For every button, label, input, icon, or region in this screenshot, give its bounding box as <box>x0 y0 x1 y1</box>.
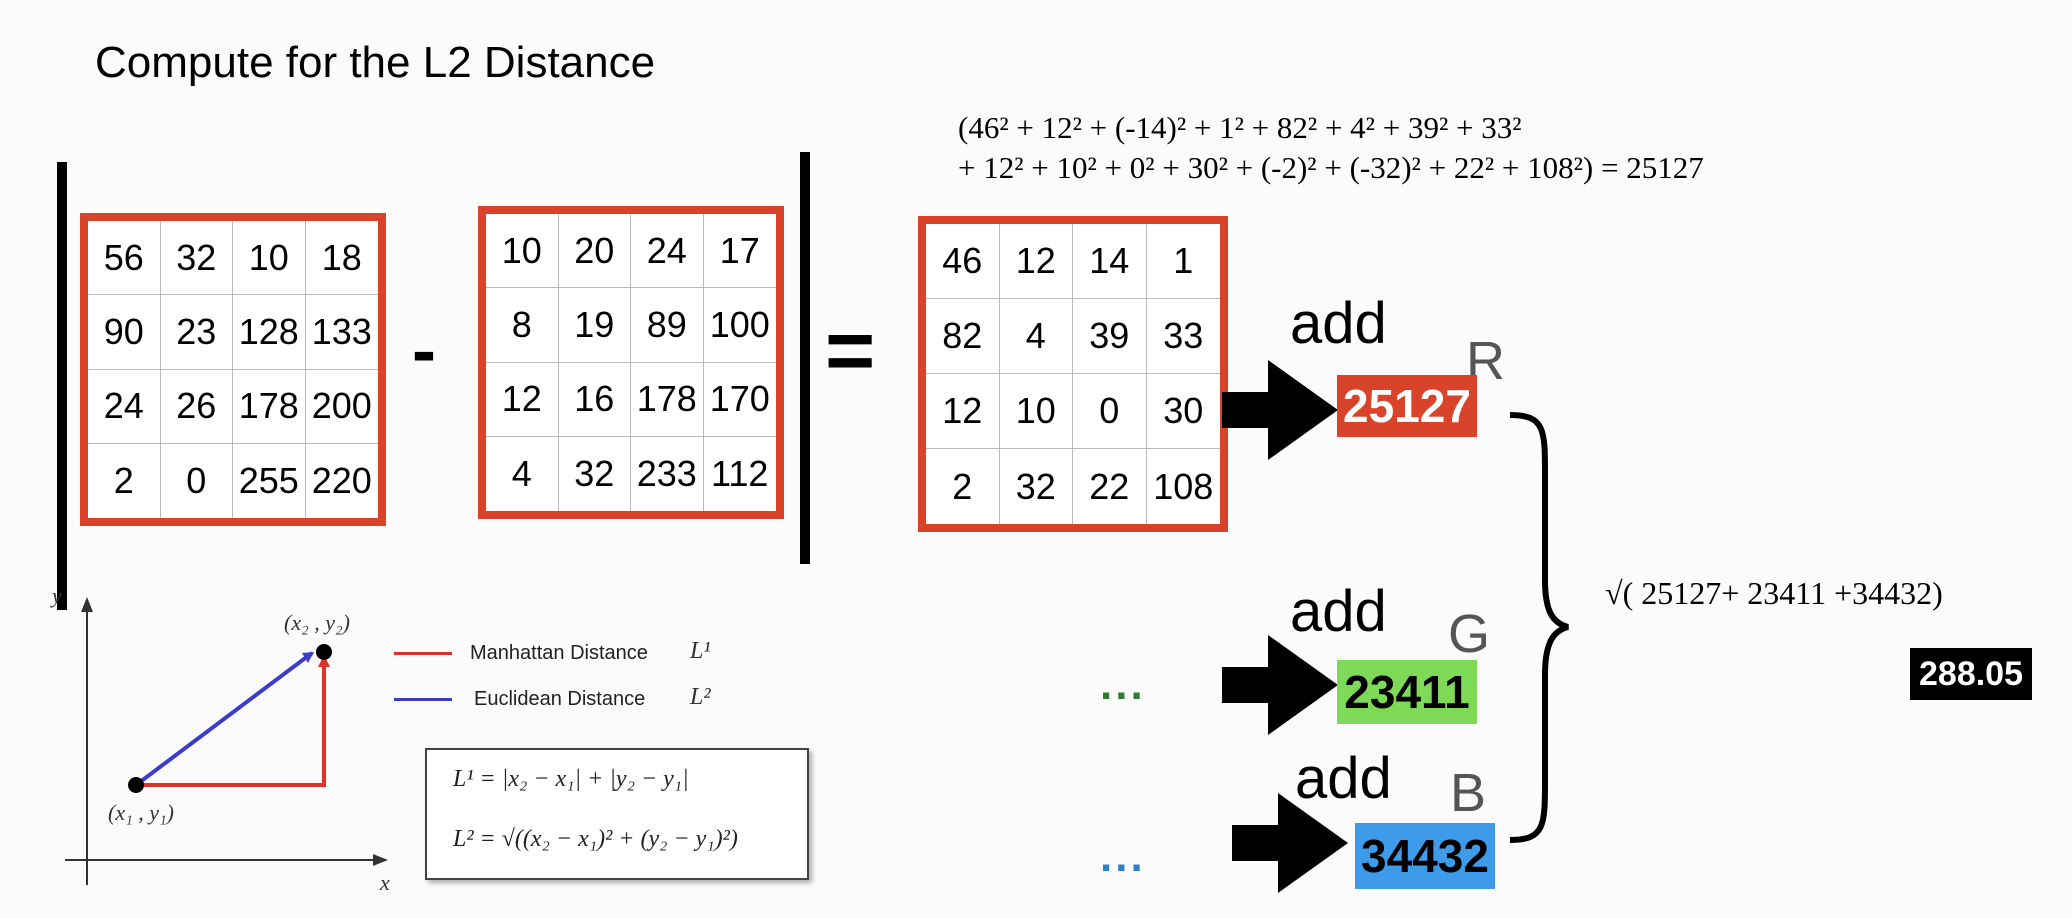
matrix-cell: 39 <box>1073 299 1147 374</box>
matrix-cell: 89 <box>631 288 704 363</box>
matrix-cell: 24 <box>88 369 161 444</box>
matrix-cell: 24 <box>631 214 704 289</box>
matrix-cell: 4 <box>999 299 1073 374</box>
legend-symbol-l1: L¹ <box>690 638 711 664</box>
channel-value-b: 34432 <box>1355 823 1495 889</box>
matrix-cell: 133 <box>305 295 378 370</box>
matrix-cell: 14 <box>1073 224 1147 299</box>
matrix-cell: 12 <box>926 374 1000 449</box>
matrix-cell: 90 <box>88 295 161 370</box>
arrow-r-icon <box>1222 360 1338 460</box>
channel-value-g: 23411 <box>1337 660 1477 724</box>
matrix-cell: 10 <box>999 374 1073 449</box>
sum-of-squares-line-1: (46² + 12² + (-14)² + 1² + 82² + 4² + 39… <box>958 110 1522 145</box>
arrow-icons <box>1222 360 1348 893</box>
legend-line-manhattan <box>394 652 452 655</box>
arrow-b-icon <box>1232 793 1348 893</box>
abs-bar-right <box>800 152 810 564</box>
matrix-cell: 56 <box>88 221 161 296</box>
matrix-cell: 108 <box>1153 465 1214 507</box>
add-label-b: add <box>1295 746 1392 811</box>
matrix-cell: 22 <box>1073 449 1147 524</box>
legend-symbol-l2: L² <box>690 684 711 710</box>
channel-letter-g: G <box>1448 604 1491 664</box>
matrix-cell: 4 <box>486 436 559 511</box>
legend-label-euclidean: Euclidean Distance <box>474 688 646 710</box>
matrix-cell: 12 <box>999 224 1073 299</box>
x-axis-arrow-icon <box>373 854 388 866</box>
equals-sign: = <box>825 303 876 399</box>
legend-line-euclidean <box>394 698 452 701</box>
matrix-cell: 178 <box>233 369 306 444</box>
add-label-r: add <box>1290 291 1387 356</box>
matrix-cell: 100 <box>703 288 776 363</box>
matrix-cell: 32 <box>559 436 631 511</box>
matrix-cell: 200 <box>305 370 378 444</box>
y-axis-label: y <box>52 583 62 608</box>
channel-letter-b: B <box>1450 763 1487 823</box>
manhattan-arrowhead-icon <box>318 655 330 667</box>
matrix-cell: 112 <box>711 452 769 494</box>
euclidean-arrowhead-icon <box>302 652 314 663</box>
matrix-cell: 233 <box>631 436 704 511</box>
matrix-cell: 17 <box>703 214 776 289</box>
matrix-cell: 178 <box>631 362 704 437</box>
abs-bar-left <box>57 162 67 610</box>
distance-graph <box>65 597 388 885</box>
matrix-cell: 1 <box>1146 224 1220 299</box>
y-axis-arrow-icon <box>81 597 93 612</box>
matrix-cell: 26 <box>160 369 233 444</box>
distance-formula-box: L¹ = |x₂ − x₁| + |y₂ − y₁| L² = √((x₂ − … <box>425 748 809 880</box>
formula-l1: L¹ = |x₂ − x₁| + |y₂ − y₁| <box>453 766 689 792</box>
matrix-cell: 128 <box>233 295 306 370</box>
sum-of-squares-line-2: + 12² + 10² + 0² + 30² + (-2)² + (-32)² … <box>958 150 1704 185</box>
legend-label-manhattan: Manhattan Distance <box>470 642 648 664</box>
matrix-cell: 32 <box>1000 449 1073 524</box>
final-result: 288.05 <box>1910 648 2032 700</box>
matrix-cell: 220 <box>311 459 372 501</box>
point-1 <box>128 777 144 793</box>
matrix-cell: 23 <box>160 295 233 370</box>
point-1-label: (x₁ , y₁) <box>108 800 174 825</box>
matrix-cell: 8 <box>486 288 559 363</box>
matrix-cell: 19 <box>558 288 631 363</box>
point-2-label: (x₂ , y₂) <box>284 610 350 635</box>
matrix-cell: 46 <box>926 224 1000 299</box>
minus-sign: - <box>412 311 436 391</box>
matrix-cell: 16 <box>558 362 631 437</box>
matrix-cell: 12 <box>486 362 559 437</box>
arrow-g-icon <box>1222 635 1338 735</box>
matrix-cell: 0 <box>161 443 233 518</box>
page-title: Compute for the L2 Distance <box>95 38 656 87</box>
matrix-cell: 82 <box>926 299 1000 374</box>
point-2 <box>316 644 332 660</box>
formula-l2: L² = √((x₂ − x₁)² + (y₂ − y₁)²) <box>453 826 738 852</box>
x-axis-label: x <box>380 870 390 895</box>
sqrt-expression: √( 25127+ 23411 +34432) <box>1605 575 1943 611</box>
matrix-cell: 10 <box>486 214 559 289</box>
ellipsis-g: ... <box>1100 660 1146 709</box>
matrix-cell: 255 <box>233 443 306 518</box>
matrix-cell: 32 <box>160 221 233 296</box>
matrix-cell: 170 <box>703 363 776 437</box>
matrix-cell: 2 <box>926 449 1000 524</box>
matrix-cell: 33 <box>1146 299 1220 374</box>
curly-brace-icon <box>1509 412 1569 843</box>
matrix-cell: 30 <box>1146 374 1220 449</box>
matrix-cell: 10 <box>233 221 306 296</box>
matrix-cell: 18 <box>305 221 378 296</box>
add-label-g: add <box>1290 579 1387 644</box>
matrix-cell: 20 <box>558 214 631 289</box>
matrix-cell: 0 <box>1073 374 1147 449</box>
ellipsis-b: ... <box>1100 832 1146 881</box>
euclidean-line <box>134 651 314 787</box>
matrix-cell: 2 <box>88 443 161 518</box>
channel-value-r: 25127 <box>1337 375 1477 437</box>
manhattan-path <box>136 665 326 787</box>
